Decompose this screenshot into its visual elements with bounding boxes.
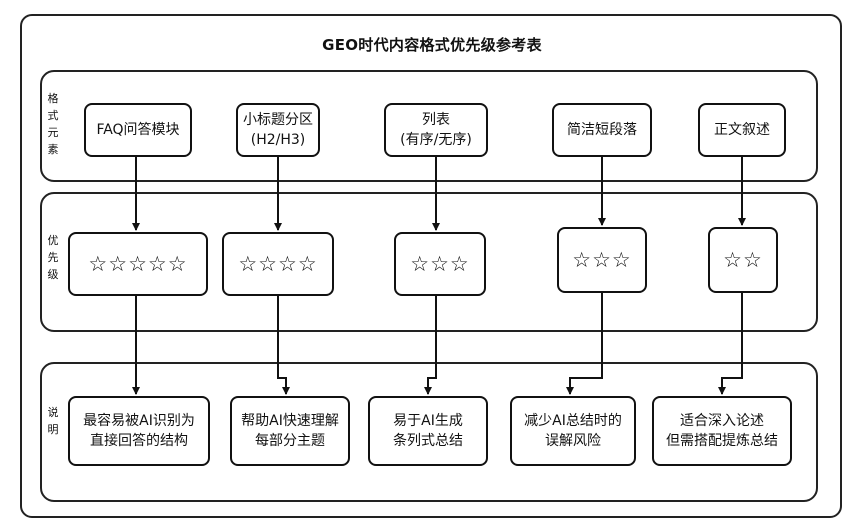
note-line: 每部分主题 — [255, 433, 325, 449]
element-faq-box: FAQ问答模块 — [84, 103, 192, 157]
note-list-box: 易于AI生成条列式总结 — [368, 396, 488, 466]
arrow-priority-3-to-note — [424, 296, 437, 395]
note-line: 最容易被AI识别为 — [83, 413, 195, 429]
note-faq-box: 最容易被AI识别为直接回答的结构 — [68, 396, 210, 466]
element-short-paragraph-box: 简洁短段落 — [552, 103, 652, 157]
note-line: 减少AI总结时的 — [524, 413, 622, 429]
diagram-title: GEO时代内容格式优先级参考表 — [322, 36, 542, 54]
note-body-narrative-box: 适合深入论述但需搭配提炼总结 — [652, 396, 792, 466]
element-list-box: 列表 (有序/无序) — [384, 103, 488, 157]
priority-3-stars: ☆☆☆ — [394, 232, 486, 296]
element-label: FAQ问答模块 — [96, 122, 180, 138]
element-sublabel: (H2/H3) — [250, 132, 306, 148]
note-subheading-box: 帮助AI快速理解每部分主题 — [230, 396, 350, 466]
arrow-priority-5-to-note — [718, 293, 743, 395]
priority-2-stars: ☆☆ — [708, 227, 778, 293]
note-short-paragraph-box: 减少AI总结时的误解风险 — [510, 396, 636, 466]
note-line: 条列式总结 — [393, 433, 463, 449]
note-line: 易于AI生成 — [393, 413, 463, 429]
priority-5-stars: ☆☆☆☆☆ — [68, 232, 208, 296]
priority-4-stars: ☆☆☆☆ — [222, 232, 334, 296]
note-line: 但需搭配提炼总结 — [666, 433, 778, 449]
note-line: 误解风险 — [545, 433, 601, 449]
element-label: 小标题分区 — [243, 112, 313, 128]
note-line: 帮助AI快速理解 — [241, 413, 339, 429]
priority-3-stars: ☆☆☆ — [557, 227, 647, 293]
priority-band — [40, 192, 818, 332]
element-body-narrative-box: 正文叙述 — [698, 103, 786, 157]
note-line: 适合深入论述 — [680, 413, 764, 429]
element-label: 正文叙述 — [714, 122, 770, 138]
notes-band — [40, 362, 818, 502]
arrow-priority-4-to-note — [566, 293, 603, 395]
arrow-priority-2-to-note — [277, 296, 290, 395]
priority-row-label: 优先级 — [47, 234, 59, 281]
diagram-frame — [20, 14, 842, 518]
element-sublabel: (有序/无序) — [400, 132, 472, 148]
elements-band — [40, 70, 818, 182]
element-subheading-box: 小标题分区 (H2/H3) — [236, 103, 320, 157]
note-line: 直接回答的结构 — [90, 433, 188, 449]
elements-row-label: 格式元素 — [47, 92, 59, 156]
element-label: 简洁短段落 — [567, 122, 637, 138]
element-label: 列表 — [421, 112, 450, 128]
notes-row-label: 说明 — [47, 406, 59, 436]
